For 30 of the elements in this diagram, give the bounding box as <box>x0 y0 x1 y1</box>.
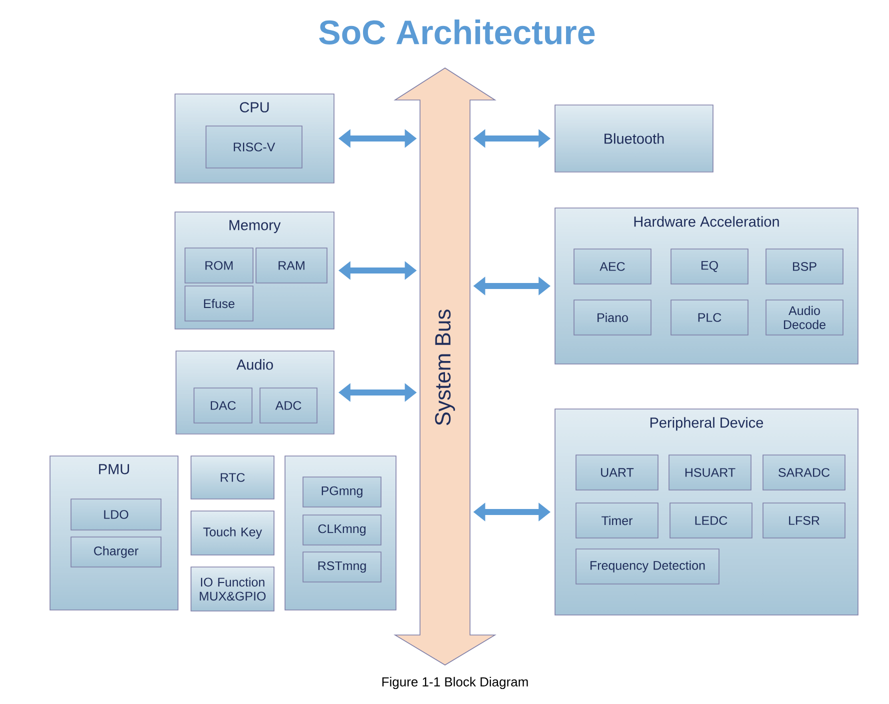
block-box: PLC <box>670 300 748 336</box>
block-box: RTC <box>190 456 274 500</box>
block-box: Piano <box>574 300 652 336</box>
block-box: Touch Key <box>190 510 274 556</box>
block-box: Frequency Detection <box>576 548 720 584</box>
block-box: RAM <box>256 248 328 284</box>
block-box: HSUART <box>668 454 752 490</box>
block-box: UART <box>576 454 658 490</box>
block-box: CLKmng <box>302 514 382 546</box>
block-box: Charger <box>70 536 162 568</box>
block-box: BSP <box>766 248 844 284</box>
block-box: LFSR <box>762 502 846 538</box>
block-box: Bluetooth <box>554 104 714 172</box>
block-box: RSTmng <box>302 552 382 582</box>
block-box: ADC <box>260 388 318 424</box>
block-box: RISC-V <box>206 126 302 168</box>
block-box: AEC <box>574 248 652 284</box>
title: SoC Architecture <box>319 20 595 44</box>
block-box: Efuse <box>184 286 254 322</box>
block-box: PGmng <box>302 476 382 508</box>
block-box: Audio Decode <box>766 300 844 336</box>
block-box: LEDC <box>670 502 752 538</box>
block-box: EQ <box>670 248 748 284</box>
caption: Figure 1-1 Block Diagram <box>382 676 528 690</box>
block-box: LDO <box>70 498 162 530</box>
block-box: ROM <box>184 248 254 284</box>
block-box: DAC <box>194 388 252 424</box>
block-box: Timer <box>576 502 658 538</box>
block-box: IO Function MUX&GPIO <box>190 566 274 612</box>
block-box: SARADC <box>762 454 846 490</box>
